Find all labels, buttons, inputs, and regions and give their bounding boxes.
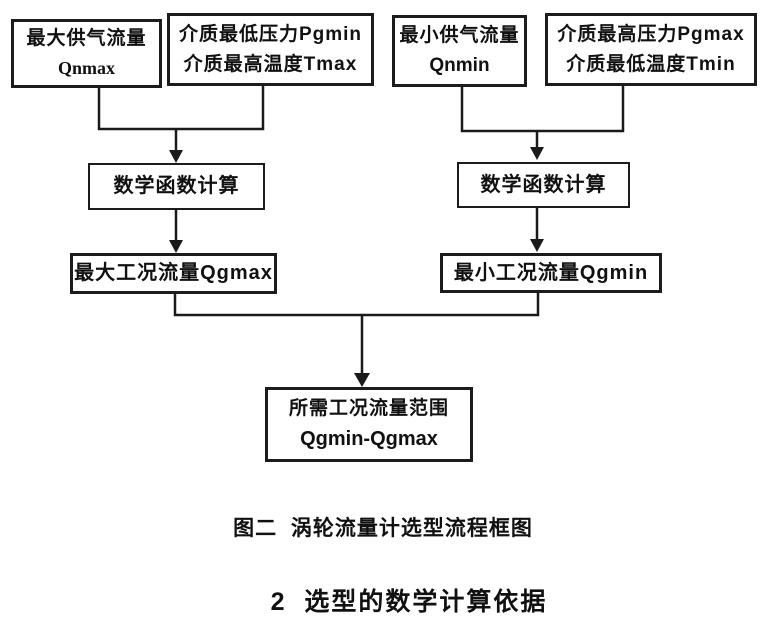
node-tmin-label: 介质最低温度Tmin xyxy=(566,53,736,75)
node-calc-left-label: 数学函数计算 xyxy=(113,175,240,197)
node-qnmax-label: 最大供气流量 xyxy=(26,28,147,50)
node-qnmax: 最大供气流量 Qnmax xyxy=(11,19,162,88)
node-qnmin-label: 最小供气流量 xyxy=(399,25,520,47)
arrow-right-top-head xyxy=(530,147,544,160)
node-qnmin: 最小供气流量 Qnmin xyxy=(392,15,527,87)
connector-left-merge xyxy=(97,86,265,131)
node-result-range: 所需工况流量范围 Qgmin-Qgmax xyxy=(265,387,473,462)
node-calc-right-label: 数学函数计算 xyxy=(480,173,607,196)
connector-right-merge xyxy=(460,86,625,133)
section-heading: 2 选型的数学计算依据 xyxy=(270,588,548,616)
node-qgmin: 最小工况流量Qgmin xyxy=(440,253,662,293)
node-tmax-label: 介质最高温度Tmax xyxy=(183,53,358,75)
arrow-left-mid-head xyxy=(169,240,183,253)
node-calc-right: 数学函数计算 xyxy=(457,162,630,208)
node-pgmin-label: 介质最低压力Pgmin xyxy=(178,23,363,45)
node-qgmax-label: 最大工况流量Qgmax xyxy=(74,262,273,284)
node-pgmax-label: 介质最高压力Pgmax xyxy=(557,23,745,45)
node-calc-left: 数学函数计算 xyxy=(88,163,265,210)
node-pgmin-tmax: 介质最低压力Pgmin 介质最高温度Tmax xyxy=(167,13,374,86)
arrow-right-mid-head xyxy=(530,239,544,252)
node-result-label: 所需工况流量范围 xyxy=(288,398,449,420)
figure-caption: 图二 涡轮流量计选型流程框图 xyxy=(233,517,533,540)
arrow-left-top-head xyxy=(169,150,183,163)
node-qnmin-symbol: Qnmin xyxy=(429,55,490,76)
node-qgmax: 最大工况流量Qgmax xyxy=(70,253,277,294)
node-qnmax-symbol: Qnmax xyxy=(57,58,115,79)
node-qgmin-label: 最小工况流量Qgmin xyxy=(453,261,649,284)
connector-bottom-merge xyxy=(173,293,540,317)
node-pgmax-tmin: 介质最高压力Pgmax 介质最低温度Tmin xyxy=(545,13,757,86)
arrow-bottom-head xyxy=(354,373,370,387)
node-result-range-value: Qgmin-Qgmax xyxy=(300,427,438,450)
